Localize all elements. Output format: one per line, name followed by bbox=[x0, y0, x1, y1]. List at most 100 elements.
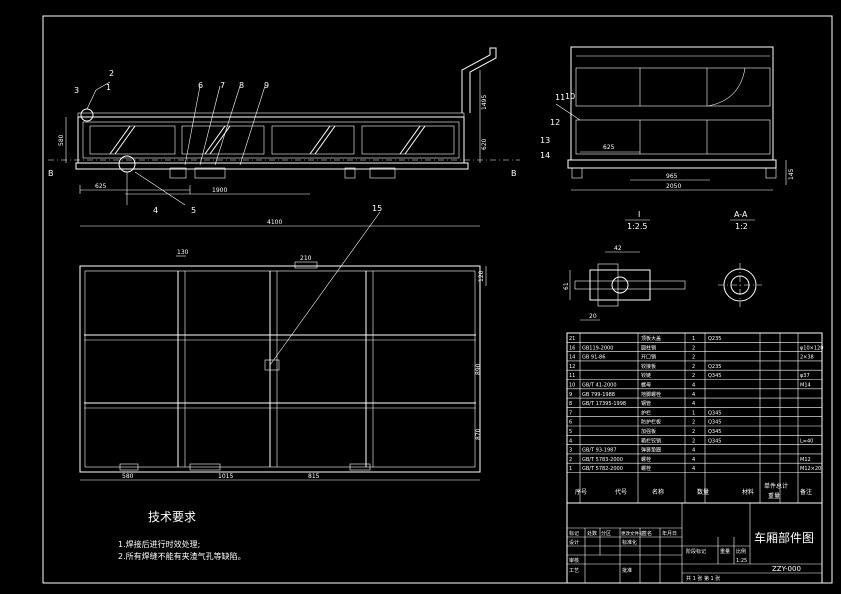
callout-4: 4 bbox=[153, 206, 158, 215]
dim-top-120: 120 bbox=[478, 270, 485, 282]
callout-10: 10 bbox=[565, 92, 575, 101]
tb-drawing-no: ZZY-000 bbox=[772, 565, 801, 573]
callout-2: 2 bbox=[109, 69, 114, 78]
callout-6: 6 bbox=[198, 81, 203, 90]
tb-sign: 签名 bbox=[642, 530, 652, 537]
parts-list-grid bbox=[567, 333, 822, 503]
view-scale-aa: 1:2 bbox=[735, 222, 748, 231]
callout-11: 11 bbox=[555, 93, 565, 102]
parts-qty-cell: 1 bbox=[692, 336, 695, 342]
parts-note-cell: φ10×120 bbox=[800, 345, 823, 351]
detail-view-aa bbox=[718, 263, 762, 307]
side-view: B B bbox=[48, 47, 520, 215]
callout-8: 8 bbox=[239, 81, 244, 90]
parts-name-cell: 铰接板 bbox=[641, 363, 656, 370]
side-headboard bbox=[461, 47, 497, 113]
tb-weight: 重量 bbox=[720, 548, 730, 555]
callout-7: 7 bbox=[220, 81, 225, 90]
parts-material-cell: Q345 bbox=[708, 373, 721, 379]
tb-process: 工艺 bbox=[569, 568, 579, 574]
parts-qty-cell: 1 bbox=[692, 410, 695, 416]
dim-top-130: 130 bbox=[177, 249, 189, 256]
parts-qty-cell: 2 bbox=[692, 438, 695, 444]
header-note: 备注 bbox=[800, 488, 812, 496]
parts-no-cell: 11 bbox=[569, 373, 575, 379]
parts-no-cell: 5 bbox=[569, 429, 572, 435]
side-braces bbox=[89, 125, 455, 155]
tb-scale-value: 1:25 bbox=[736, 558, 747, 564]
callout-14: 14 bbox=[540, 151, 550, 160]
parts-no-cell: 6 bbox=[569, 420, 572, 426]
header-qty: 数量 bbox=[697, 488, 709, 496]
parts-qty-cell: 4 bbox=[692, 392, 695, 398]
dim-top-b3: 815 bbox=[308, 473, 320, 480]
tb-scale: 比例 bbox=[736, 548, 746, 555]
parts-name-cell: 地脚螺栓 bbox=[641, 391, 661, 398]
header-name: 名称 bbox=[652, 488, 664, 496]
detail-view-i: 42 61 20 bbox=[563, 245, 686, 321]
tb-change-doc: 更改文件号 bbox=[621, 530, 644, 537]
parts-qty-cell: 4 bbox=[692, 383, 695, 389]
parts-qty-cell: 2 bbox=[692, 429, 695, 435]
header-no: 序号 bbox=[575, 488, 587, 496]
parts-qty-cell: 2 bbox=[692, 345, 695, 351]
side-chassis-rail bbox=[75, 162, 469, 170]
tb-date: 年月日 bbox=[662, 530, 677, 537]
parts-material-cell: Q345 bbox=[708, 410, 721, 416]
callout-5: 5 bbox=[191, 206, 196, 215]
parts-qty-cell: 2 bbox=[692, 373, 695, 379]
dim-top-b2: 1015 bbox=[218, 473, 233, 480]
parts-name-cell: 顶板大盖 bbox=[641, 335, 661, 342]
parts-name-cell: 螺栓 bbox=[641, 465, 651, 472]
callout-1: 1 bbox=[106, 83, 111, 92]
tb-design: 设计 bbox=[569, 539, 579, 546]
header-weight: 重量 bbox=[768, 492, 780, 500]
side-bracket-1 bbox=[169, 167, 187, 179]
title-block: 标记 处数 分区 更改文件号 签名 年月日 设计 标准化 阶段标记 重量 比例 … bbox=[566, 502, 823, 584]
parts-no-cell: 10 bbox=[569, 383, 575, 389]
tech-item-2: 2.所有焊缝不能有夹渣气孔等缺陷。 bbox=[118, 551, 246, 561]
header-material: 材料 bbox=[742, 488, 754, 496]
end-lower-panel bbox=[575, 119, 771, 155]
tb-standard: 标准化 bbox=[622, 539, 637, 546]
tb-sheets: 共 1 张 第 1 张 bbox=[686, 575, 720, 582]
parts-code-cell: GB119-2000 bbox=[582, 345, 613, 351]
parts-no-cell: 7 bbox=[569, 410, 572, 416]
parts-name-cell: 护栏 bbox=[641, 409, 651, 416]
parts-code-cell: GB/T 17395-1998 bbox=[582, 401, 626, 407]
parts-no-cell: 12 bbox=[569, 364, 575, 370]
callout-9: 9 bbox=[264, 81, 269, 90]
dim-side-620: 620 bbox=[481, 138, 488, 150]
parts-qty-cell: 4 bbox=[692, 466, 695, 472]
top-view: 15 4100 130 210 120 890 870 580 1015 815 bbox=[79, 204, 487, 481]
parts-no-cell: 1 bbox=[569, 466, 572, 472]
parts-name-cell: 开口销 bbox=[641, 354, 656, 361]
parts-note-cell: M12 bbox=[800, 457, 811, 463]
callout-3: 3 bbox=[74, 86, 79, 95]
tb-stage: 阶段标记 bbox=[686, 548, 706, 555]
top-outline bbox=[79, 265, 481, 473]
parts-no-cell: 4 bbox=[569, 438, 572, 444]
dim-top-overall: 4100 bbox=[267, 219, 282, 226]
parts-qty-cell: 2 bbox=[692, 420, 695, 426]
parts-name-cell: 螺栓 bbox=[641, 456, 651, 463]
tb-title: 车厢部件图 bbox=[754, 530, 814, 545]
parts-qty-cell: 2 bbox=[692, 355, 695, 361]
parts-qty-cell: 4 bbox=[692, 448, 695, 454]
tech-item-1: 1.焊接后进行时效处理; bbox=[118, 539, 200, 549]
parts-name-cell: 铰链 bbox=[641, 372, 651, 379]
callout-13: 13 bbox=[540, 136, 550, 145]
dim-side-1900: 1900 bbox=[212, 187, 227, 194]
tech-title: 技术要求 bbox=[148, 510, 196, 524]
end-chassis bbox=[567, 159, 777, 169]
dim-detail-61: 61 bbox=[563, 282, 570, 290]
parts-code-cell: GB 91-86 bbox=[582, 355, 605, 361]
parts-no-cell: 16 bbox=[569, 345, 575, 351]
end-view: 11 10 12 13 14 625 965 2050 145 bbox=[540, 46, 795, 191]
parts-no-cell: 14 bbox=[569, 355, 575, 361]
parts-code-cell: GB/T 93-1987 bbox=[582, 448, 617, 454]
dim-top-210: 210 bbox=[300, 255, 312, 262]
side-bracket-4 bbox=[369, 167, 396, 179]
tech-requirements: 技术要求 1.焊接后进行时效处理; 2.所有焊缝不能有夹渣气孔等缺陷。 bbox=[118, 510, 246, 561]
